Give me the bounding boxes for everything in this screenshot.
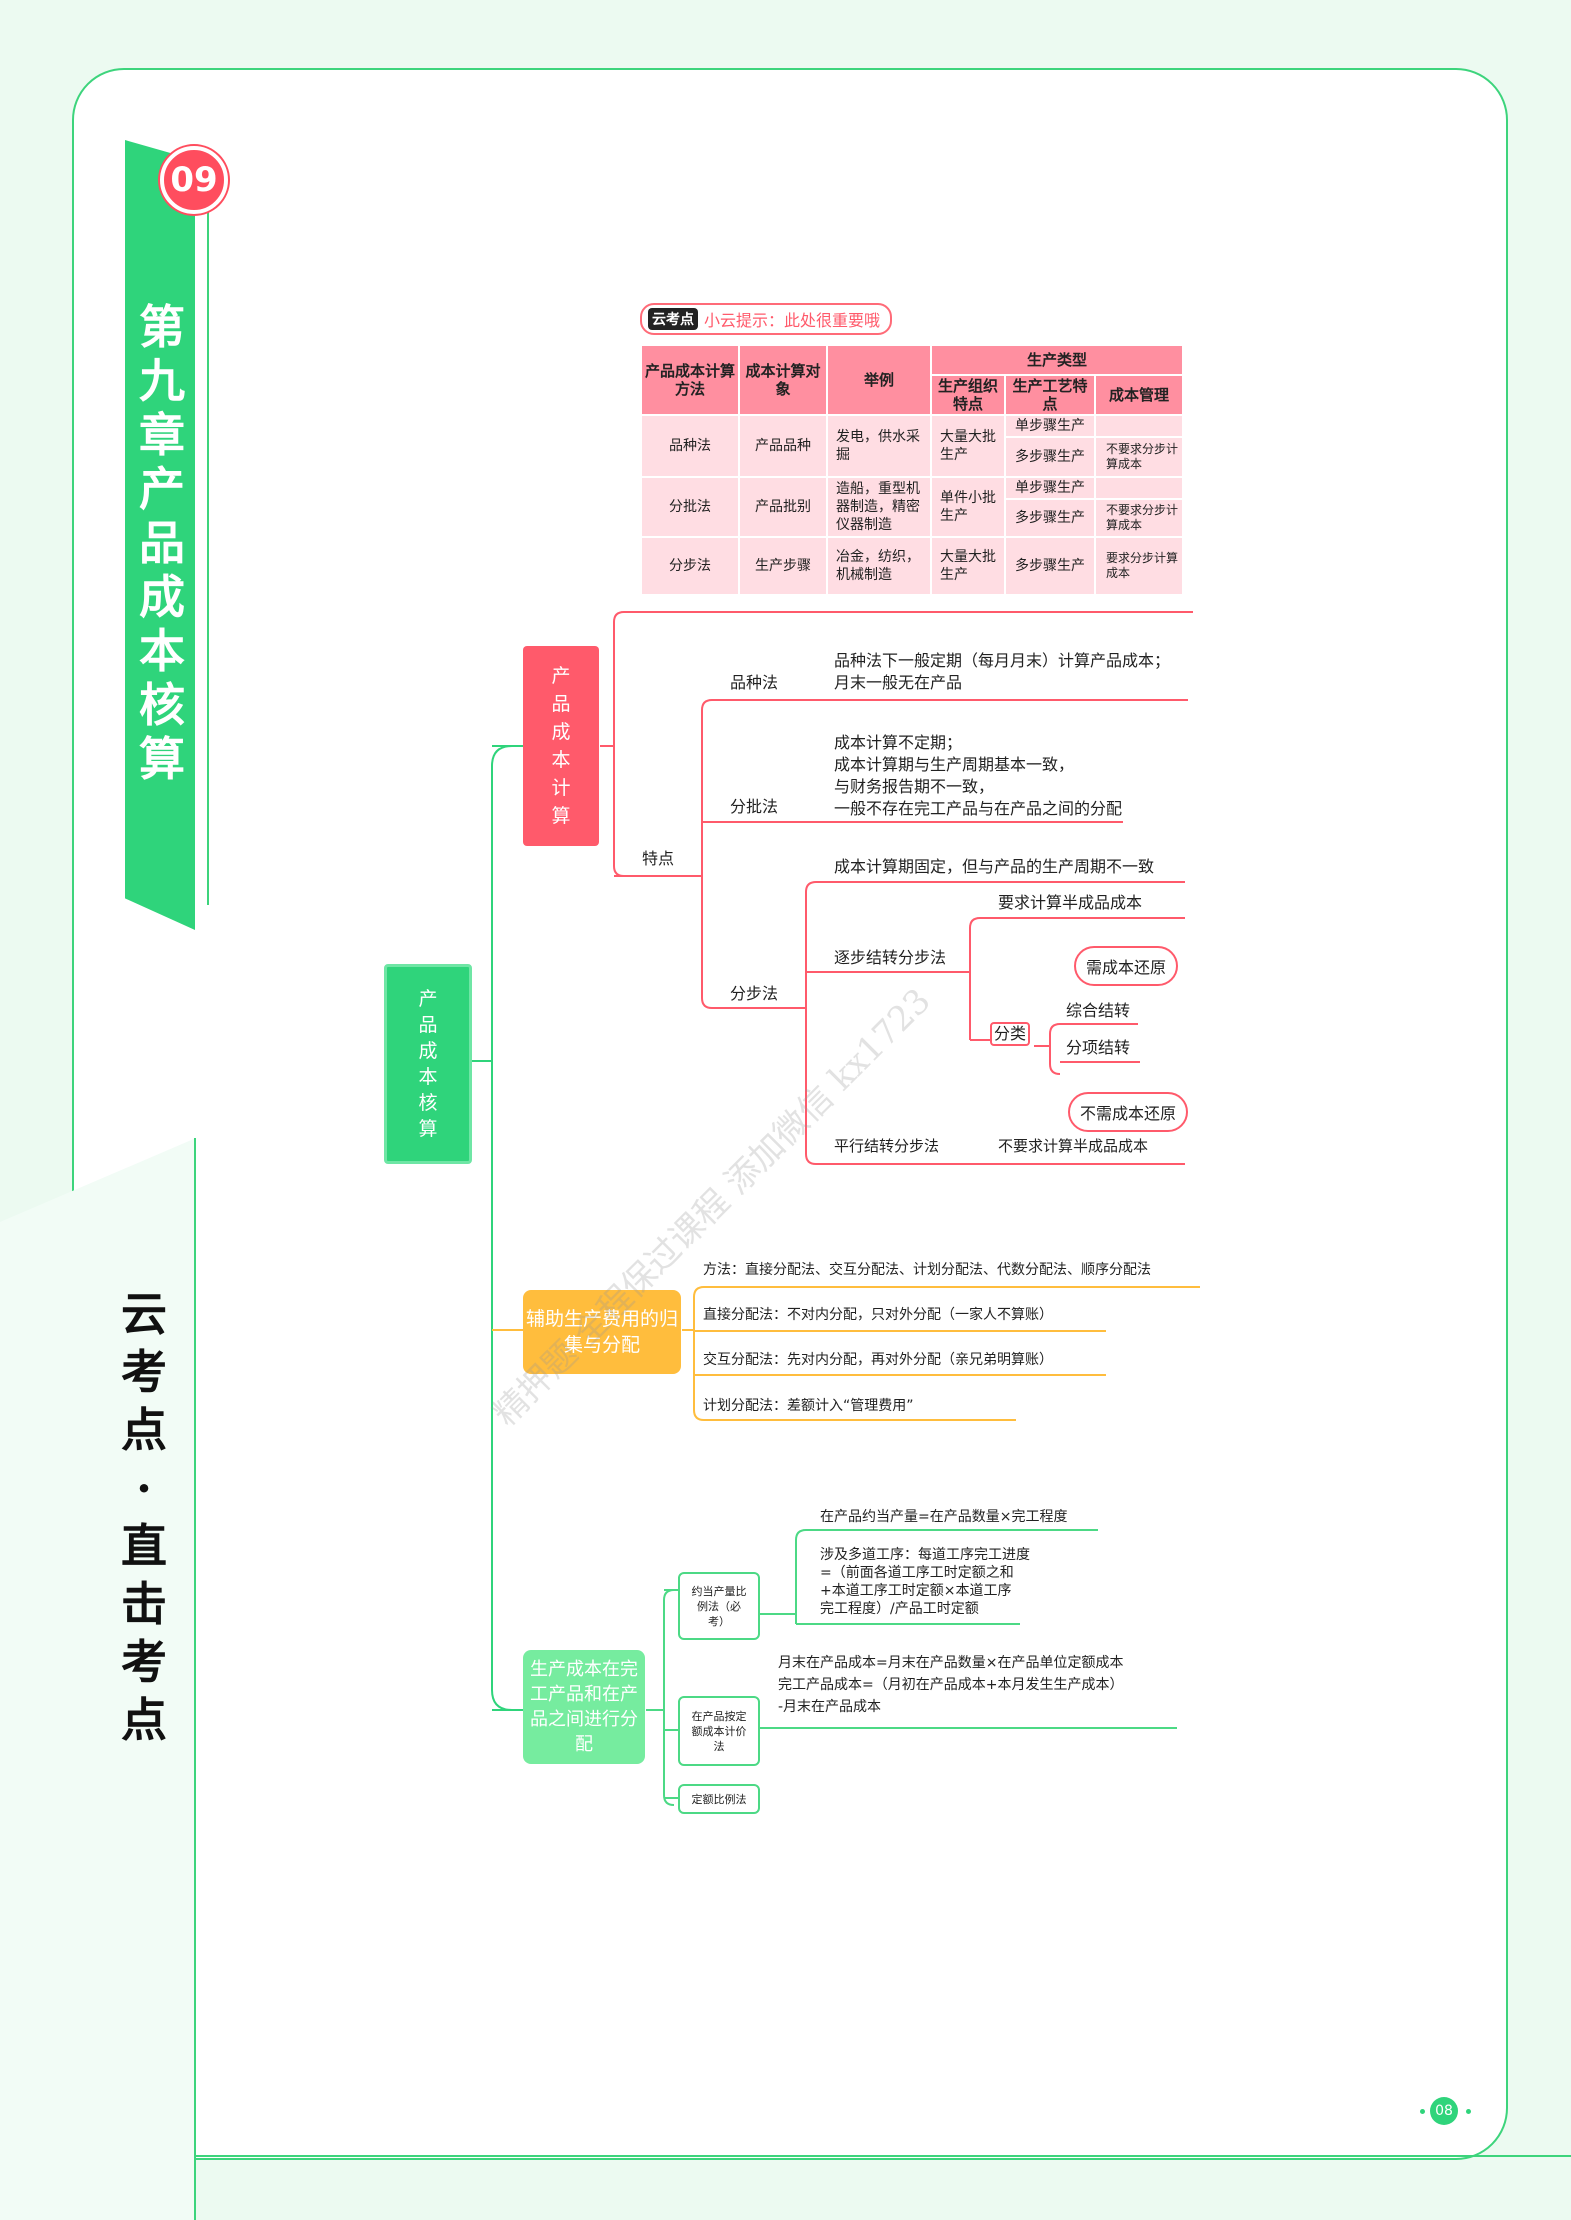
cell-process: 单步骤生产: [1004, 476, 1096, 500]
cell-method: 分批法: [640, 476, 740, 538]
aux-item-2: 直接分配法：不对内分配，只对外分配（一家人不算账）: [703, 1307, 1053, 1323]
pinzhong-label: 品种法: [730, 673, 779, 692]
pingxing-text: 不要求计算半成品成本: [998, 1137, 1149, 1155]
branch-cost-allocation: 生产成本在完工产品和在产品之间进行分配: [523, 1650, 645, 1764]
th-management: 成本管理: [1094, 374, 1184, 416]
cell-method: 品种法: [640, 414, 740, 478]
m2-text-1: 月末在产品成本=月末在产品数量×在产品单位定额成本: [778, 1655, 1124, 1671]
cell-object: 生产步骤: [738, 536, 828, 596]
m2-text-3: -月末在产品成本: [778, 1699, 882, 1715]
fenbu-text: 成本计算期固定，但与产品的生产周期不一致: [834, 857, 1155, 876]
m2-label: 在产品按定额成本计价法: [691, 1709, 747, 1753]
cell-management: 不要求分步计算成本: [1094, 498, 1184, 538]
cell-example: 造船，重型机器制造，精密仪器制造: [826, 476, 932, 538]
side-panel: [0, 1138, 196, 2220]
root-label: 产品成本核算: [418, 988, 438, 1140]
fenxiang-label: 分项结转: [1066, 1038, 1131, 1057]
page-dot-left: [1420, 2109, 1425, 2114]
cell-org: 单件小批生产: [930, 476, 1006, 538]
chapter-number-badge: 09: [160, 146, 228, 214]
tip-banner: 云考点 小云提示：此处很重要哦: [640, 303, 893, 335]
cell-object: 产品批别: [738, 476, 828, 538]
chapter-ribbon-edge: [195, 155, 209, 905]
m1-text-1: 在产品约当产量=在产品数量×完工程度: [820, 1509, 1068, 1525]
fenpi-text-3: 与财务报告期不一致，: [834, 777, 995, 796]
pinzhong-text-2: 月末一般无在产品: [834, 673, 963, 692]
cell-management: 要求分步计算成本: [1094, 536, 1184, 596]
cell-management: [1094, 414, 1184, 438]
chapter-title: 第九章 产品成本核算: [139, 300, 185, 786]
aux-item-1: 方法：直接分配法、交互分配法、计划分配法、代数分配法、顺序分配法: [703, 1262, 1151, 1278]
cell-process: 多步骤生产: [1004, 436, 1096, 478]
cell-process: 多步骤生产: [1004, 536, 1096, 596]
fenpi-text-2: 成本计算期与生产周期基本一致，: [834, 755, 1075, 774]
fenpi-label: 分批法: [730, 797, 779, 816]
m1-text-2d: 完工程度）/产品工时定额: [820, 1601, 979, 1617]
method-equivalent-output: 约当产量比例法（必考）: [678, 1572, 760, 1640]
m1-text-2b: =（前面各道工序工时定额之和: [820, 1565, 1014, 1581]
m1-text-2a: 涉及多道工序：每道工序完工进度: [820, 1547, 1030, 1563]
m1-label: 约当产量比例法（必考）: [691, 1584, 747, 1628]
side-title: 云考点·直击考点: [121, 1287, 167, 1747]
aux-item-4: 计划分配法：差额计入“管理费用”: [703, 1398, 914, 1414]
th-object: 成本计算对象: [738, 344, 828, 416]
branch2-label: 辅助生产费用的归集与分配: [525, 1308, 678, 1356]
pinzhong-text-1: 品种法下一般定期（每月月末）计算产品成本；: [834, 651, 1171, 670]
aux-item-3: 交互分配法：先对内分配，再对外分配（亲兄弟明算账）: [703, 1352, 1053, 1368]
bottom-rule: [0, 2155, 1571, 2157]
page-dot-right: [1466, 2109, 1471, 2114]
cell-management: 不要求分步计算成本: [1094, 436, 1184, 478]
cell-example: 发电，供水采掘: [826, 414, 932, 478]
zhubu-label: 逐步结转分步法: [834, 948, 947, 967]
zonghe-label: 综合结转: [1066, 1001, 1131, 1020]
tip-text: 小云提示：此处很重要哦: [704, 311, 881, 330]
side-panel-border: [194, 1138, 196, 2220]
cell-process: 多步骤生产: [1004, 498, 1096, 538]
cell-org: 大量大批生产: [930, 536, 1006, 596]
tip-logo: 云考点: [648, 308, 698, 330]
cost-method-table: 产品成本计算方法 成本计算对象 举例 生产类型 生产组织特点 生产工艺特点 成本…: [640, 344, 1184, 596]
fenpi-text-4: 一般不存在完工产品与在产品之间的分配: [834, 799, 1123, 818]
branch-auxiliary-cost: 辅助生产费用的归集与分配: [523, 1290, 681, 1374]
branch1-label: 产品成本计算: [551, 665, 571, 827]
page-number: 08: [1430, 2097, 1458, 2125]
cell-org: 大量大批生产: [930, 414, 1006, 478]
cell-method: 分步法: [640, 536, 740, 596]
chapter-ribbon: [125, 140, 195, 930]
method-quota-ratio: 定额比例法: [678, 1784, 760, 1814]
branch3-label: 生产成本在完工产品和在产品之间进行分配: [530, 1659, 638, 1755]
method-quota-cost: 在产品按定额成本计价法: [678, 1696, 760, 1766]
no-restore-bubble: 不需成本还原: [1068, 1092, 1189, 1132]
th-production-type: 生产类型: [930, 344, 1184, 376]
th-method: 产品成本计算方法: [640, 344, 740, 416]
th-process: 生产工艺特点: [1004, 374, 1096, 416]
fenbu-label: 分步法: [730, 984, 779, 1003]
th-example: 举例: [826, 344, 932, 416]
pingxing-label: 平行结转分步法: [834, 1137, 940, 1155]
need-restore-bubble: 需成本还原: [1074, 946, 1179, 986]
m2-text-2: 完工产品成本=（月初在产品成本+本月发生生产成本）: [778, 1677, 1124, 1693]
root-node: 产品成本核算: [384, 964, 472, 1164]
branch-product-cost-calc: 产品成本计算: [523, 646, 599, 846]
fenpi-text-1: 成本计算不定期；: [834, 733, 963, 752]
cell-example: 冶金，纺织，机械制造: [826, 536, 932, 596]
zhubu-req: 要求计算半成品成本: [998, 893, 1143, 912]
cell-management: [1094, 476, 1184, 500]
feature-label: 特点: [642, 849, 675, 868]
cell-object: 产品品种: [738, 414, 828, 478]
cell-process: 单步骤生产: [1004, 414, 1096, 438]
m3-label: 定额比例法: [691, 1792, 747, 1806]
th-org: 生产组织特点: [930, 374, 1006, 416]
classification-box: 分类: [990, 1022, 1030, 1046]
m1-text-2c: +本道工序工时定额×本道工序: [820, 1583, 1012, 1599]
